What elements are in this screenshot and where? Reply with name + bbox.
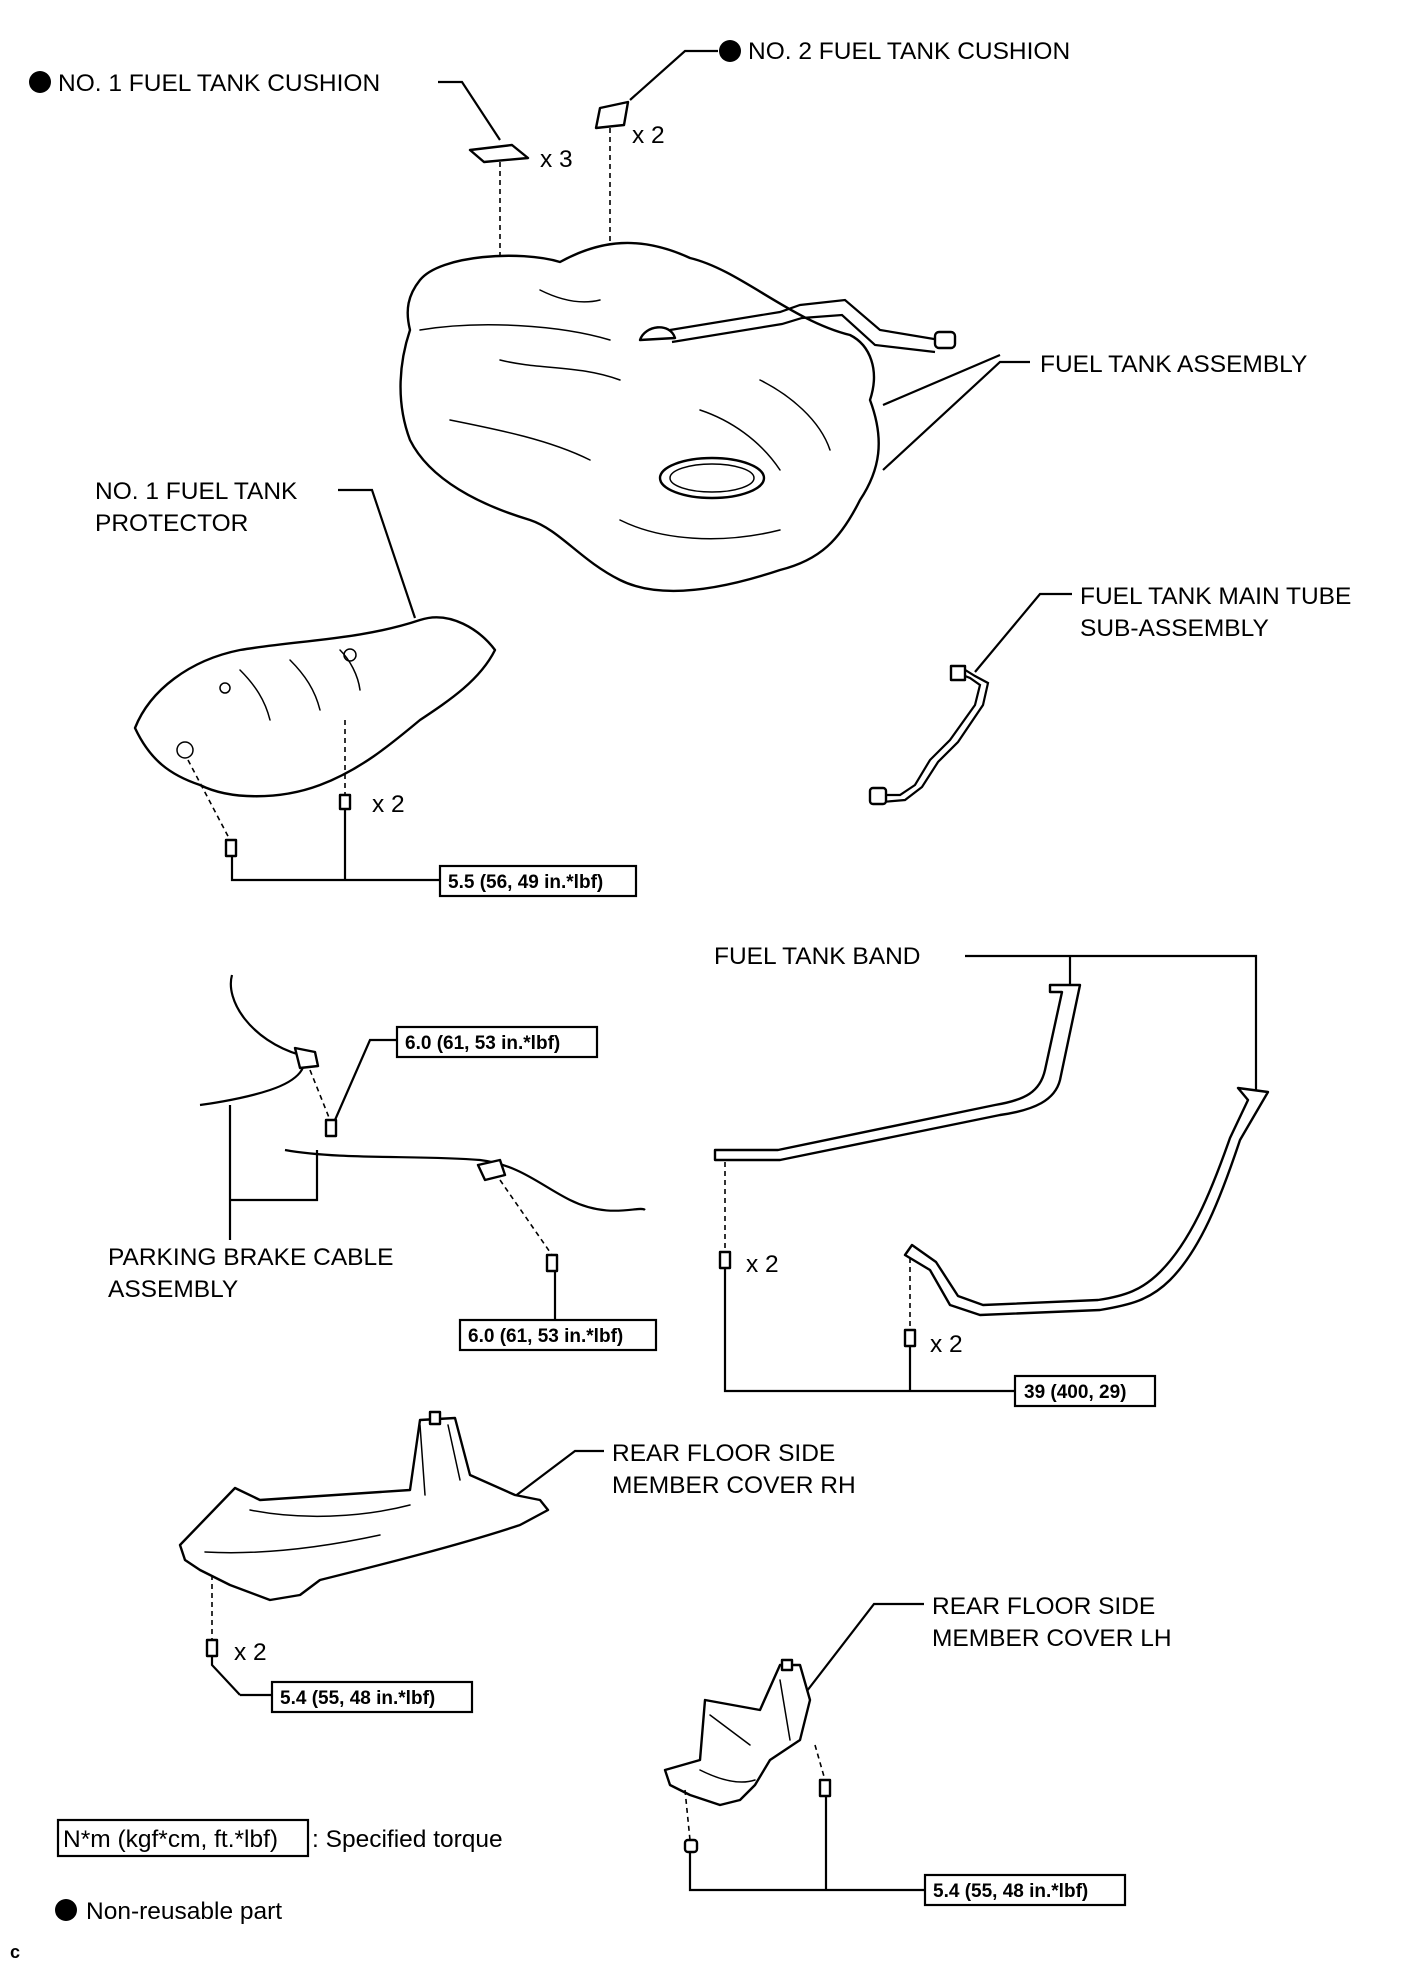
fuel-tank-band-rear-part (903, 1086, 1270, 1317)
rh-cover-label-line1: REAR FLOOR SIDE (612, 1440, 835, 1467)
lh-cover-label-line2: MEMBER COVER LH (932, 1625, 1172, 1652)
legend-nonreusable-label: Non-reusable part (86, 1898, 282, 1925)
nonreusable-bullet-icon (719, 40, 741, 62)
rear-floor-side-member-cover-rh-part (178, 1416, 550, 1602)
parking-brake-cable-lower-part (284, 1148, 646, 1212)
fuel-tank-main-tube-callout: FUEL TANK MAIN TUBE SUB-ASSEMBLY (868, 583, 1351, 806)
parking-brake-label-line1: PARKING BRAKE CABLE (108, 1244, 393, 1271)
main-tube-label-line1: FUEL TANK MAIN TUBE (1080, 583, 1351, 610)
fuel-tank-main-tube-part (880, 670, 982, 797)
brake-upper-torque-spec: 6.0 (61, 53 in.*lbf) (405, 1033, 560, 1054)
parking-brake-cable-callout: 6.0 (61, 53 in.*lbf) 6.0 (61, 53 in.*lbf… (108, 974, 658, 1352)
rh-cover-torque-spec: 5.4 (55, 48 in.*lbf) (280, 1688, 435, 1709)
no2-fuel-tank-cushion-callout: NO. 2 FUEL TANK CUSHION x 2 (594, 38, 1070, 265)
rh-cover-label-line2: MEMBER COVER RH (612, 1472, 856, 1499)
fuel-tank-assembly-part: FUEL TANK ASSEMBLY (399, 241, 1307, 593)
no1-cushion-part (468, 143, 530, 164)
parking-brake-cable-upper-part (199, 974, 305, 1107)
no1-cushion-qty: x 3 (540, 146, 573, 173)
no1-cushion-label: NO. 1 FUEL TANK CUSHION (58, 70, 380, 97)
fuel-tank-band-front-part (713, 983, 1082, 1162)
protector-bolt-qty: x 2 (372, 791, 405, 818)
legend-torque-desc: : Specified torque (312, 1826, 503, 1853)
rear-floor-side-member-cover-rh-callout: REAR FLOOR SIDE MEMBER COVER RH x 2 5.4 … (178, 1410, 856, 1714)
band-rear-bolt-qty: x 2 (930, 1331, 963, 1358)
main-tube-label-line2: SUB-ASSEMBLY (1080, 615, 1269, 642)
no2-cushion-label: NO. 2 FUEL TANK CUSHION (748, 38, 1070, 65)
nonreusable-bullet-icon (55, 1899, 77, 1921)
lh-cover-torque-spec: 5.4 (55, 48 in.*lbf) (933, 1881, 1088, 1902)
fuel-tank-band-label: FUEL TANK BAND (714, 943, 920, 970)
no1-fuel-tank-protector-callout: NO. 1 FUEL TANK PROTECTOR x 2 5.5 (56, 4… (95, 478, 638, 898)
rh-cover-bolt-qty: x 2 (234, 1639, 267, 1666)
no1-fuel-tank-cushion-callout: NO. 1 FUEL TANK CUSHION x 3 (29, 70, 573, 300)
nonreusable-bullet-icon (29, 71, 51, 93)
band-torque-spec: 39 (400, 29) (1024, 1382, 1126, 1403)
band-front-bolt-qty: x 2 (746, 1251, 779, 1278)
no1-fuel-tank-protector-part (133, 616, 497, 798)
legend: N*m (kgf*cm, ft.*lbf) : Specified torque… (10, 1818, 503, 1962)
fuel-tank-assembly-label: FUEL TANK ASSEMBLY (1040, 351, 1307, 378)
no2-cushion-part (594, 100, 630, 130)
protector-torque-spec: 5.5 (56, 49 in.*lbf) (448, 872, 603, 893)
fuel-tank-band-callout: FUEL TANK BAND x 2 x 2 39 (400, 29) (713, 943, 1270, 1408)
brake-lower-torque-spec: 6.0 (61, 53 in.*lbf) (468, 1326, 623, 1347)
parking-brake-label-line2: ASSEMBLY (108, 1276, 238, 1303)
lh-cover-label-line1: REAR FLOOR SIDE (932, 1593, 1155, 1620)
protector-label-line1: NO. 1 FUEL TANK (95, 478, 298, 505)
rear-floor-side-member-cover-lh-callout: REAR FLOOR SIDE MEMBER COVER LH 5.4 (55,… (663, 1593, 1172, 1907)
no2-cushion-qty: x 2 (632, 122, 665, 149)
protector-label-line2: PROTECTOR (95, 510, 248, 537)
corner-mark: c (10, 1942, 20, 1962)
legend-torque-box-label: N*m (kgf*cm, ft.*lbf) (63, 1826, 278, 1853)
